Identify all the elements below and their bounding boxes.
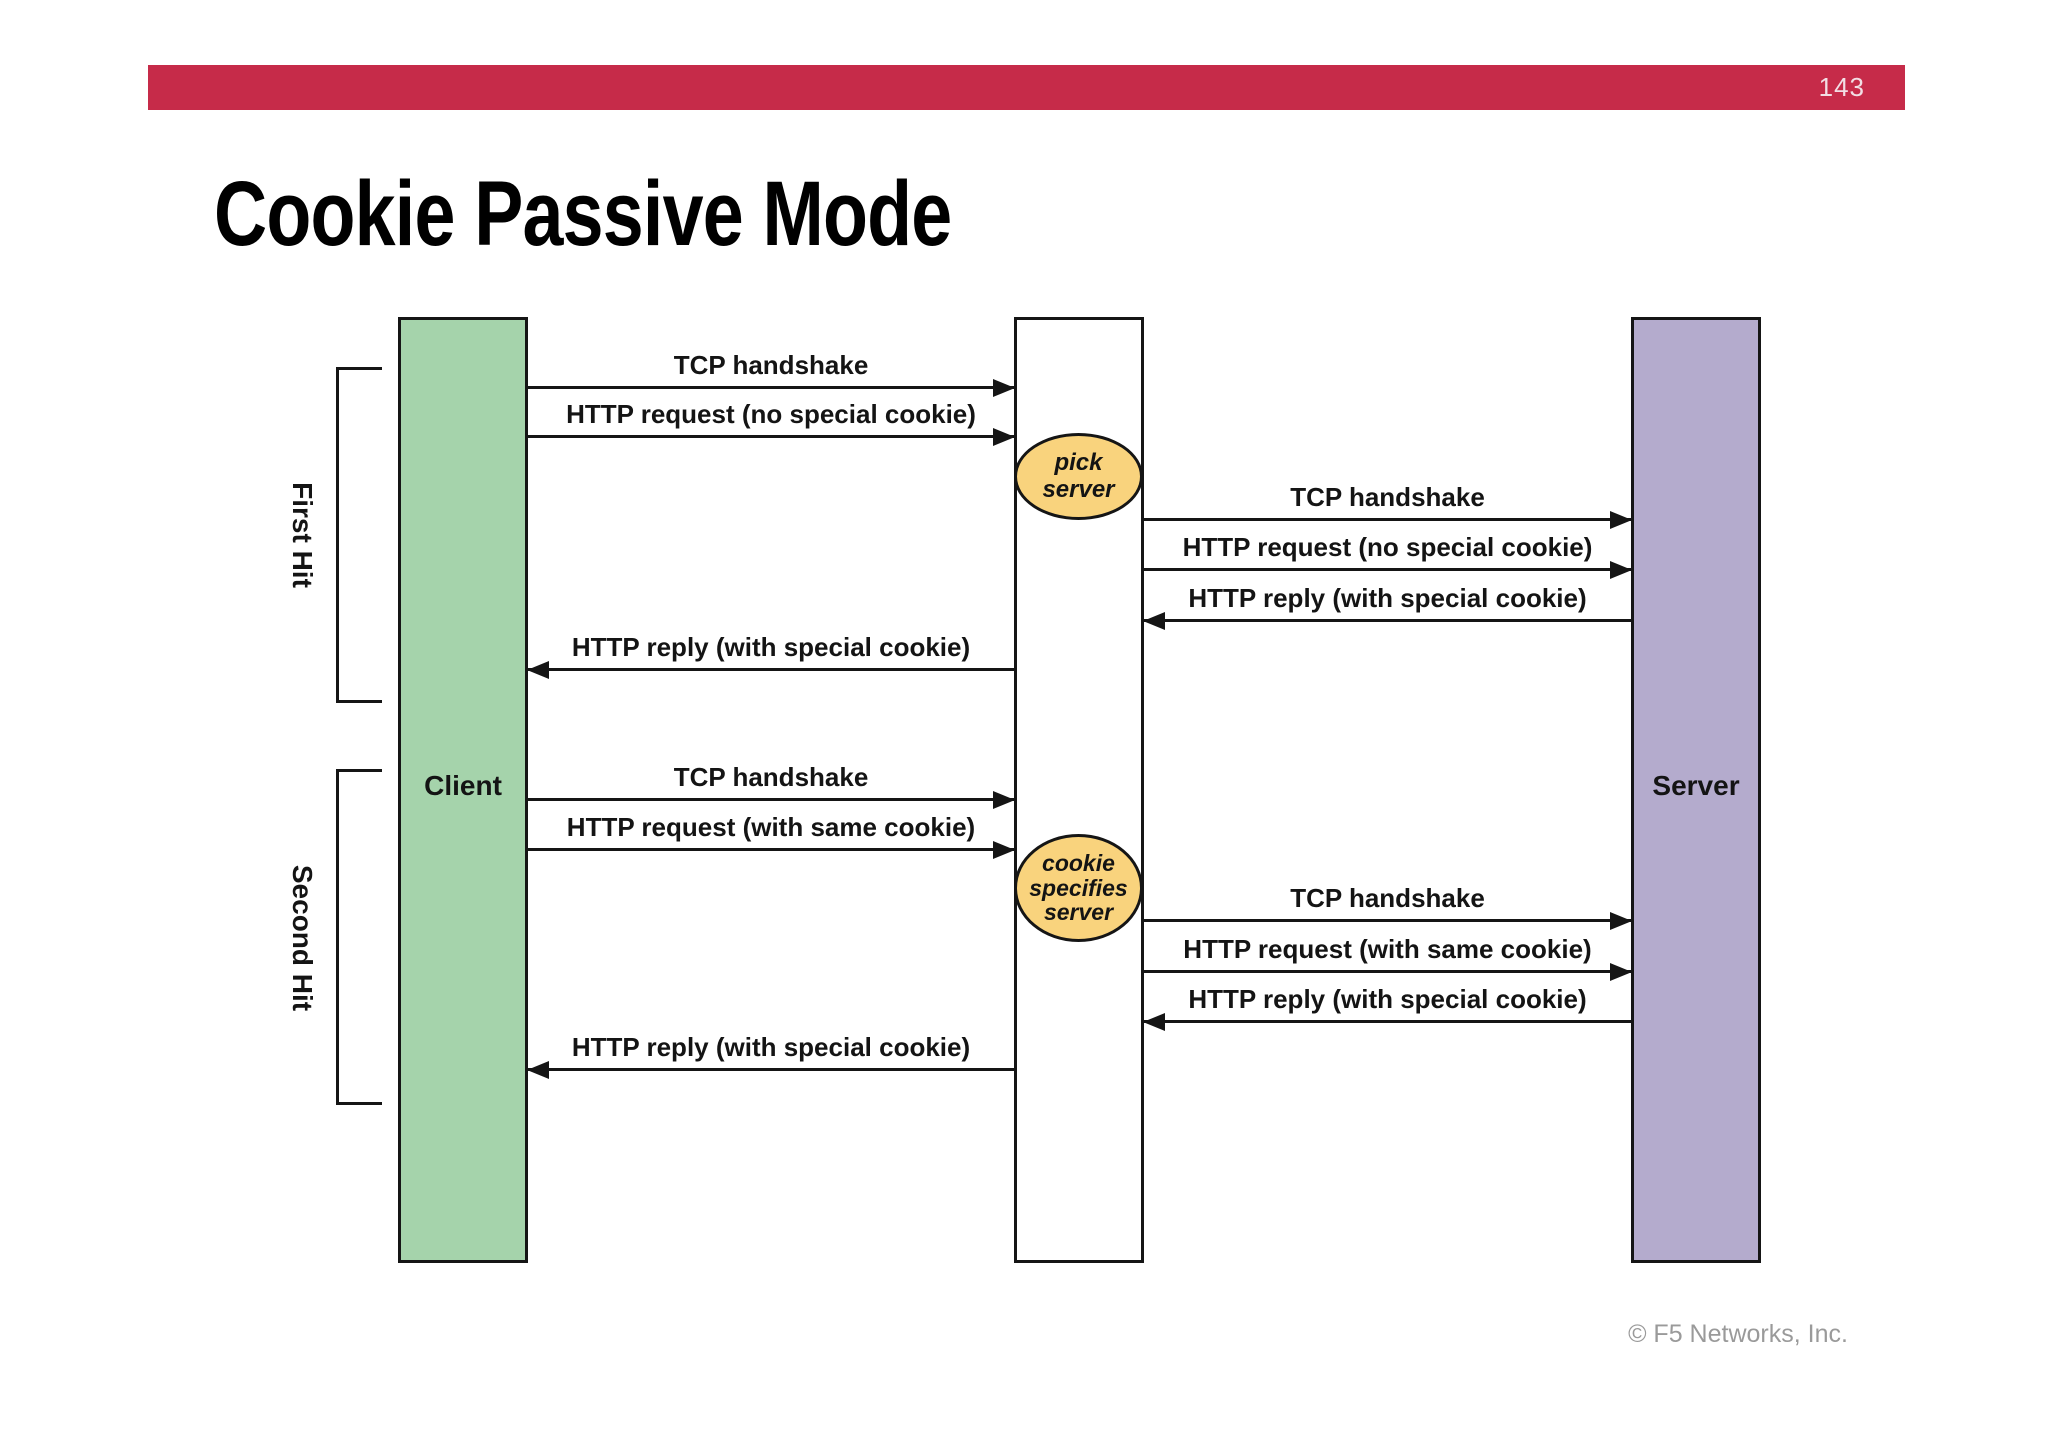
- top-accent-bar: 143: [148, 65, 1905, 110]
- second-hit-bracket: [336, 769, 382, 1105]
- pick-server-bubble: pick server: [1014, 433, 1143, 520]
- message-label: HTTP reply (with special cookie): [571, 1032, 971, 1062]
- message-label: HTTP request (no special cookie): [1182, 532, 1593, 562]
- arrow-right: [1144, 568, 1631, 571]
- second-hit-label: Second Hit: [287, 864, 318, 1012]
- message-label: HTTP request (no special cookie): [566, 399, 976, 429]
- page-number: 143: [1818, 72, 1865, 102]
- server-column: [1631, 317, 1761, 1263]
- arrow-right: [528, 848, 1014, 851]
- message-label: TCP handshake: [1290, 482, 1485, 512]
- page-title: Cookie Passive Mode: [214, 163, 952, 265]
- arrow-left: [528, 1068, 1014, 1071]
- arrow-right: [1144, 970, 1631, 973]
- arrow-left: [1144, 1020, 1631, 1023]
- first-hit-label: First Hit: [287, 482, 318, 588]
- arrow-right: [1144, 518, 1631, 521]
- arrow-right: [528, 435, 1014, 438]
- message-label: HTTP request (with same cookie): [1183, 934, 1592, 964]
- message-label: TCP handshake: [673, 762, 869, 792]
- message-label: TCP handshake: [673, 350, 869, 380]
- arrow-left: [528, 668, 1014, 671]
- message-label: HTTP reply (with special cookie): [1188, 984, 1587, 1014]
- cookie-specifies-server-bubble: cookie specifies server: [1014, 834, 1143, 942]
- message-label: HTTP reply (with special cookie): [1188, 583, 1587, 613]
- message-label: HTTP reply (with special cookie): [571, 632, 971, 662]
- message-label: HTTP request (with same cookie): [566, 812, 976, 842]
- copyright: © F5 Networks, Inc.: [1628, 1320, 1848, 1348]
- arrow-right: [528, 798, 1014, 801]
- client-column: [398, 317, 528, 1263]
- arrow-left: [1144, 619, 1631, 622]
- server-label: Server: [1652, 770, 1740, 801]
- arrow-right: [528, 386, 1014, 389]
- arrow-right: [1144, 919, 1631, 922]
- first-hit-bracket: [336, 367, 382, 703]
- message-label: TCP handshake: [1290, 883, 1485, 913]
- client-label: Client: [424, 770, 502, 801]
